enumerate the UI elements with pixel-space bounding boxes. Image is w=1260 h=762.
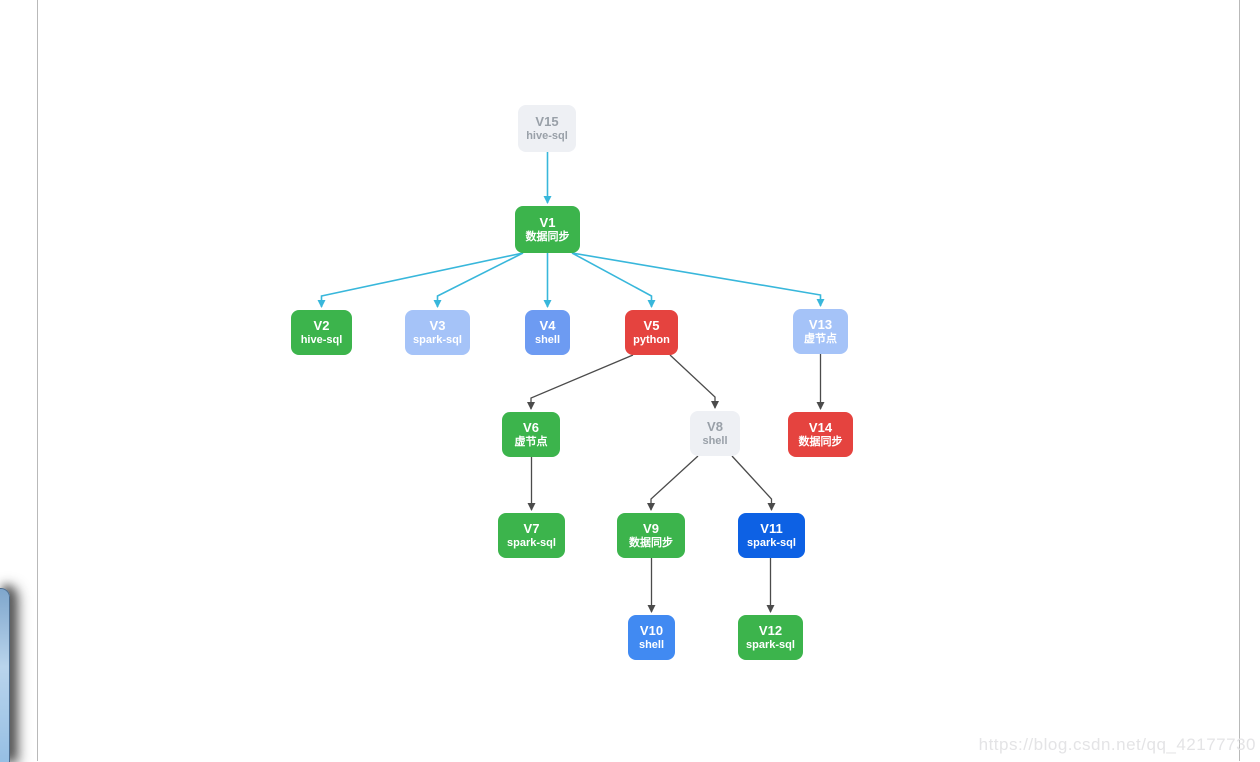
edge-V1-V3: [433, 252, 524, 308]
edge-V8-V11: [731, 455, 776, 511]
offscreen-popup-edge[interactable]: [0, 588, 10, 762]
node-type: shell: [534, 334, 561, 346]
node-label: V13: [808, 317, 833, 332]
node-label: V2: [313, 318, 330, 333]
node-type: hive-sql: [300, 334, 343, 346]
node-label: V10: [639, 623, 664, 638]
node-type: shell: [638, 639, 665, 651]
node-type: spark-sql: [746, 639, 795, 651]
node-label: V4: [539, 318, 556, 333]
edge-V1-V5: [571, 252, 656, 308]
node-type: 虚节点: [514, 436, 548, 448]
node-label: V11: [760, 521, 783, 536]
node-type: python: [633, 334, 670, 346]
edge-V5-V8: [669, 354, 719, 409]
node-label: V14: [808, 420, 833, 435]
node-type: 数据同步: [798, 436, 843, 448]
edge-V1-V2: [317, 252, 524, 308]
node-type: spark-sql: [507, 537, 556, 549]
node-type: spark-sql: [747, 537, 796, 549]
node-type: shell: [702, 435, 728, 447]
node-label: V7: [523, 521, 540, 536]
node-type: spark-sql: [413, 334, 462, 346]
node-label: V8: [707, 419, 723, 434]
node-label: V5: [643, 318, 660, 333]
canvas-right-border: [1239, 0, 1240, 761]
edge-V5-V6: [527, 354, 634, 410]
node-label: V3: [429, 318, 446, 333]
watermark-text: https://blog.csdn.net/qq_42177730: [978, 735, 1256, 754]
node-type: 虚节点: [804, 333, 837, 345]
node-label: V1: [539, 215, 556, 230]
node-type: hive-sql: [526, 130, 568, 142]
node-label: V9: [643, 521, 659, 536]
canvas-left-border: [37, 0, 38, 761]
node-type: 数据同步: [629, 537, 673, 549]
node-label: V12: [758, 623, 783, 638]
node-label: V6: [523, 420, 539, 435]
edge-V8-V9: [647, 455, 699, 511]
node-type: 数据同步: [525, 231, 570, 243]
node-label: V15: [535, 114, 559, 129]
edge-V1-V13: [571, 252, 825, 307]
